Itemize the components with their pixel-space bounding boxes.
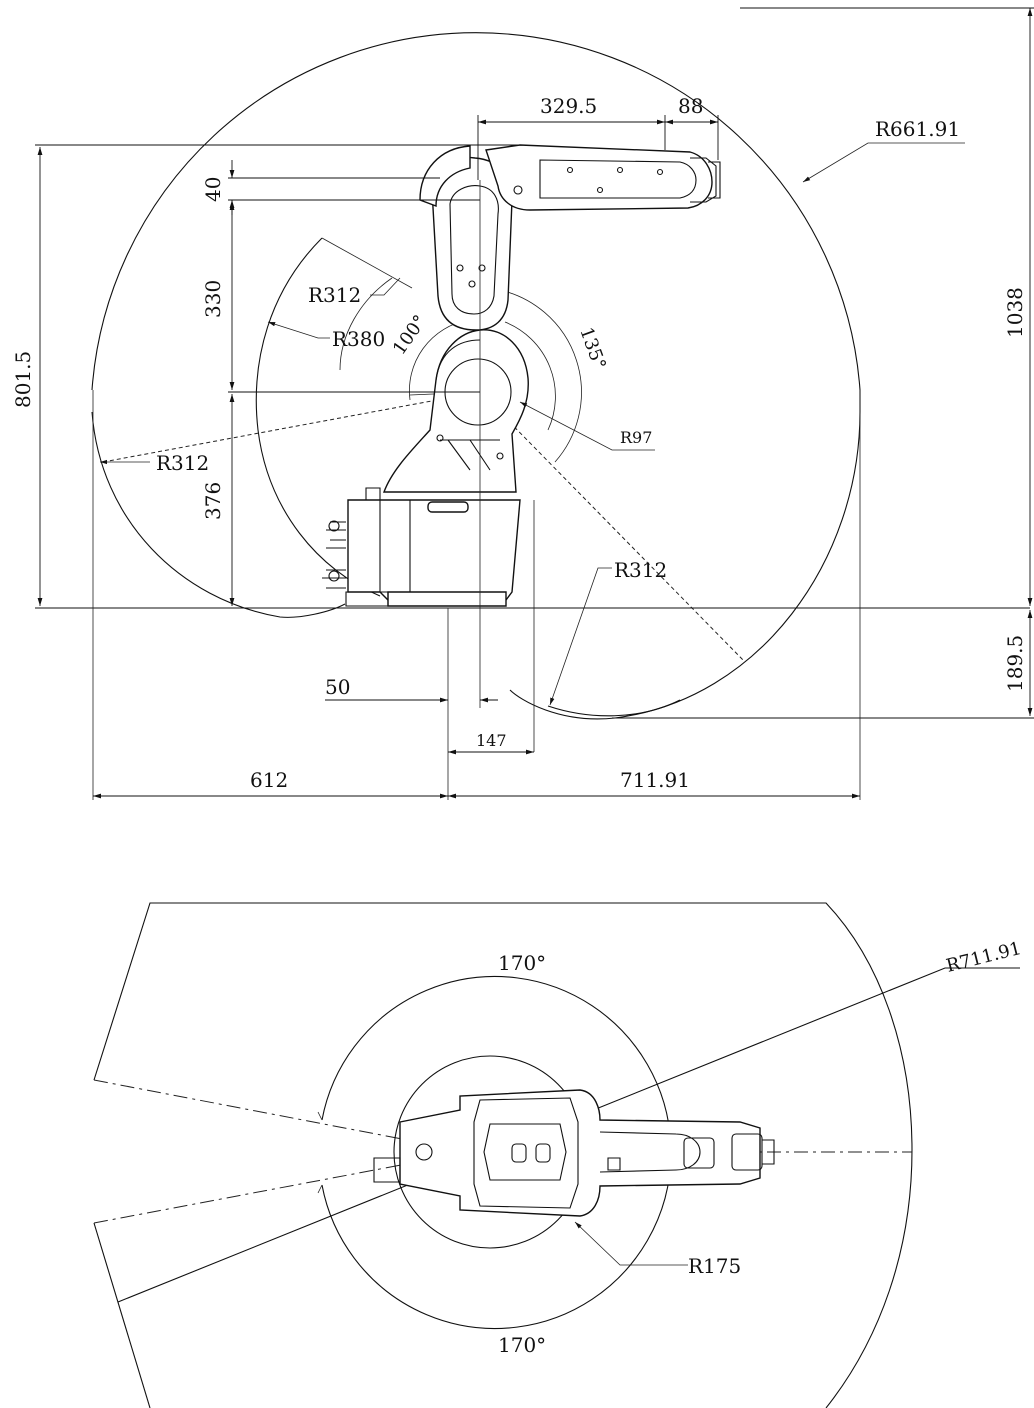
dim-189-5: 189.5 — [1003, 635, 1027, 692]
dim-50: 50 — [325, 675, 350, 699]
radius-r312-right: R312 — [614, 558, 667, 582]
top-view: 170° 170° R711.91 R175 — [93, 902, 1023, 1408]
radius-r312-left: R312 — [156, 451, 209, 475]
dashed-reach-line-left — [102, 391, 481, 463]
rotation-limit-line-upper — [93, 1079, 471, 1153]
radius-r175: R175 — [688, 1254, 741, 1278]
arc-r312-upper — [339, 277, 393, 371]
robot-upper-arm — [419, 145, 513, 331]
top-reach-envelope — [93, 902, 913, 1408]
radius-r380: R380 — [332, 327, 385, 351]
dim-1038: 1038 — [1003, 287, 1027, 338]
angle-170-bottom: 170° — [498, 1333, 546, 1357]
dim-330: 330 — [201, 280, 225, 318]
radius-r312-top: R312 — [308, 283, 361, 307]
dim-711-91: 711.91 — [620, 768, 690, 792]
robot-top-body — [373, 1089, 775, 1217]
inner-reach-arc-r380 — [255, 237, 381, 597]
side-dimension-lines — [35, 7, 1034, 800]
angle-135: 135° — [575, 325, 610, 373]
dim-376: 376 — [201, 482, 225, 520]
radius-r711-91: R711.91 — [944, 938, 1023, 977]
angle-170-top: 170° — [498, 951, 546, 975]
joint-angle-arc-135 — [499, 289, 582, 463]
dim-147: 147 — [476, 731, 507, 750]
dashed-reach-line-right — [479, 391, 746, 663]
reach-envelope-outer — [91, 32, 861, 720]
angle-100: 100° — [389, 311, 431, 359]
dim-612: 612 — [250, 768, 288, 792]
radius-r97: R97 — [620, 428, 652, 447]
robot-forearm — [485, 144, 721, 211]
side-view: 329.5 88 R661.91 40 330 376 801.5 1038 1… — [11, 7, 1034, 800]
reach-envelope-lower-left — [91, 411, 346, 618]
dim-329-5: 329.5 — [540, 94, 597, 118]
dim-801-5: 801.5 — [11, 351, 35, 408]
dim-88: 88 — [678, 94, 703, 118]
reach-envelope-lower-right — [547, 699, 681, 717]
dim-40: 40 — [201, 177, 225, 202]
radius-r661-91: R661.91 — [875, 117, 960, 141]
robot-base — [322, 487, 521, 607]
